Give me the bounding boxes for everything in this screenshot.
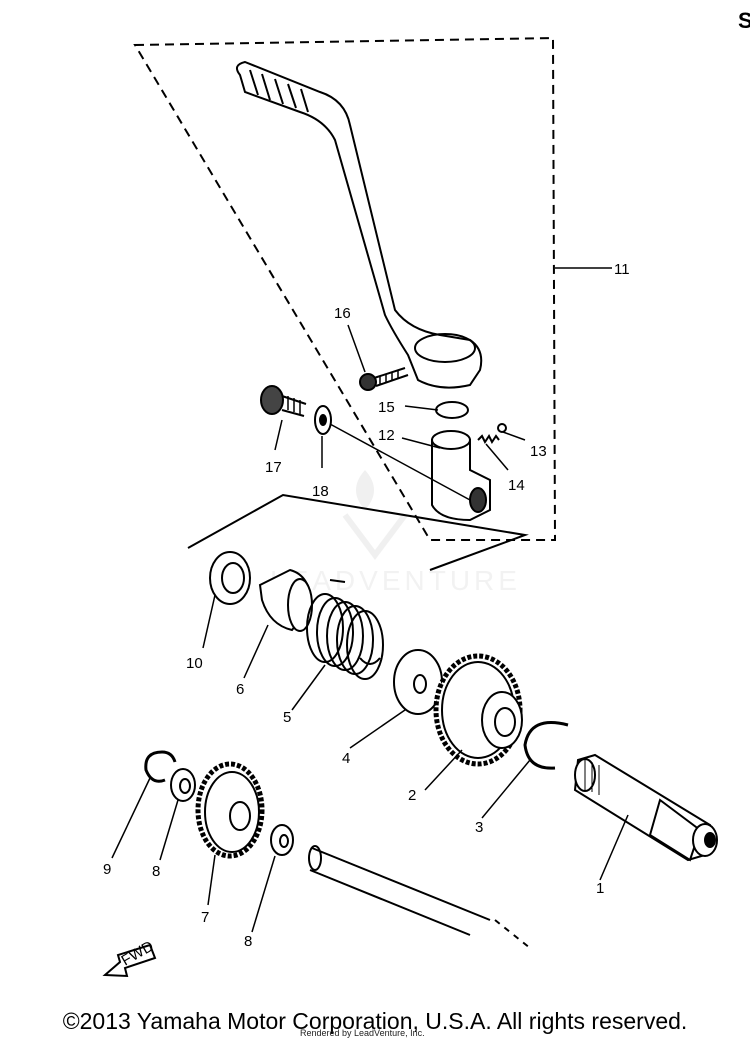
o-ring-15 xyxy=(435,401,469,419)
rendered-by-credit: Rendered by LeadVenture, Inc. xyxy=(300,1028,425,1038)
callout-13: 13 xyxy=(530,443,547,460)
callout-2: 2 xyxy=(408,787,416,804)
washer-8-lower xyxy=(270,824,294,856)
circlip-9 xyxy=(144,750,177,783)
kick-boss-12 xyxy=(431,430,491,522)
callout-9: 9 xyxy=(103,861,111,878)
washer-8-upper xyxy=(170,768,196,802)
circlip-3 xyxy=(523,721,569,770)
copyright-notice: ©2013 Yamaha Motor Corporation, U.S.A. A… xyxy=(62,1008,688,1034)
callout-6: 6 xyxy=(236,681,244,698)
corner-glyph: S xyxy=(738,8,750,33)
watermark-text: LEADVENTURE xyxy=(270,565,521,596)
axis-line-upper xyxy=(329,423,471,501)
callout-10: 10 xyxy=(186,655,203,672)
callout-17: 17 xyxy=(265,459,282,476)
ball-13 xyxy=(497,423,507,433)
callout-11: 11 xyxy=(614,261,630,278)
callout-18: 18 xyxy=(312,483,329,500)
torsion-spring-5 xyxy=(306,579,384,680)
watermark-logo: LEADVENTURE xyxy=(270,470,521,596)
collar-6 xyxy=(258,568,314,632)
assembly-lower-outline xyxy=(187,493,529,571)
reference-shaft xyxy=(308,845,531,949)
callout-1: 1 xyxy=(596,880,604,897)
callout-15: 15 xyxy=(378,399,395,416)
callout-14: 14 xyxy=(508,477,525,494)
oil-seal-10 xyxy=(209,551,251,605)
spring-14 xyxy=(477,434,500,444)
assembly-11-outline xyxy=(133,36,557,541)
kick-crank-lever xyxy=(235,60,483,389)
bolt-17 xyxy=(260,385,307,417)
callout-4: 4 xyxy=(342,750,350,767)
idle-gear-7 xyxy=(195,761,265,859)
callout-8-upper: 8 xyxy=(152,863,160,880)
kick-axle-1 xyxy=(573,753,718,862)
callout-7: 7 xyxy=(201,909,209,926)
fwd-arrow-icon xyxy=(102,943,157,978)
callout-12: 12 xyxy=(378,427,395,444)
kick-gear-2 xyxy=(433,653,523,767)
bolt-16 xyxy=(359,367,409,391)
washer-4 xyxy=(393,649,443,715)
callout-3: 3 xyxy=(475,819,483,836)
washer-18 xyxy=(314,405,332,435)
callout-5: 5 xyxy=(283,709,291,726)
callout-8-lower: 8 xyxy=(244,933,252,950)
leader-lines xyxy=(111,267,629,933)
callout-16: 16 xyxy=(334,305,351,322)
